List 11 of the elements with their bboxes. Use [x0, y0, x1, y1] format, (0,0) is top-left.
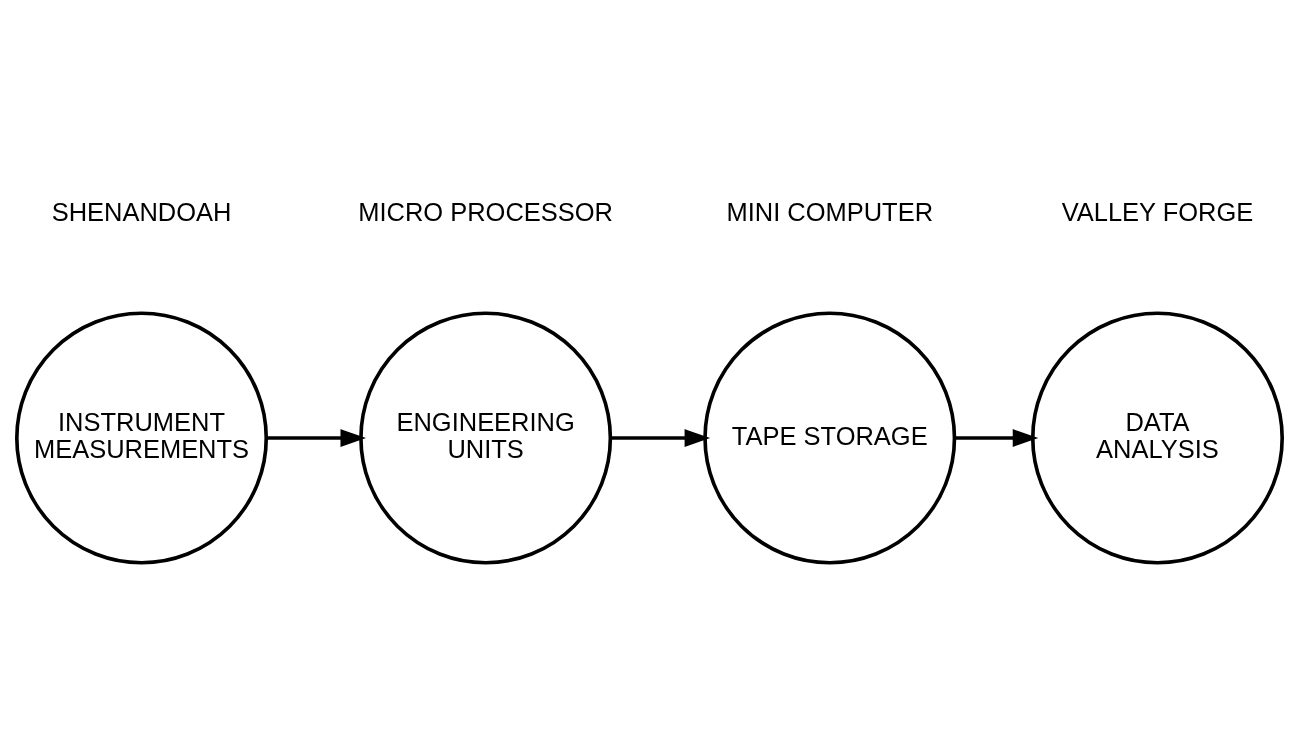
node-circle: INSTRUMENT MEASUREMENTS [15, 310, 269, 565]
node-circle: DATA ANALYSIS [1030, 310, 1284, 565]
label: MICRO PROCESSOR [358, 197, 613, 226]
node-circle: TAPE STORAGE [703, 310, 957, 565]
arrow [954, 428, 1039, 447]
node-circle: ENGINEERING UNITS [359, 310, 613, 565]
label: SHENANDOAH [51, 197, 232, 226]
label: VALLEY FORGE [1061, 197, 1254, 226]
arrow [266, 428, 366, 447]
arrow [610, 428, 711, 447]
label: MINI COMPUTER [726, 197, 934, 226]
